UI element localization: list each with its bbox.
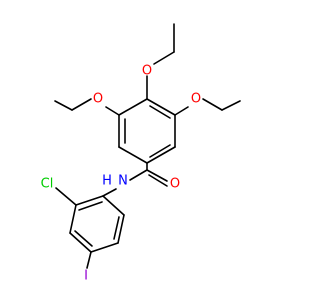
bond <box>174 106 189 116</box>
bond <box>55 187 77 206</box>
oxygen-right-label: O <box>191 92 201 107</box>
oxygen-carbonyl-label: O <box>170 177 180 192</box>
bond <box>102 195 125 216</box>
bond <box>118 146 148 164</box>
bond <box>146 169 168 182</box>
bond <box>146 98 176 116</box>
bond <box>86 251 92 269</box>
bond <box>118 98 148 116</box>
bond <box>146 146 176 164</box>
atom-labels: O O O O N H Cl I <box>41 64 201 284</box>
bond <box>54 100 73 111</box>
bond <box>129 169 148 181</box>
bond <box>105 106 120 116</box>
bond <box>102 188 117 197</box>
bond <box>149 105 171 119</box>
bond <box>78 201 103 211</box>
chlorine-label: Cl <box>41 177 54 192</box>
bond <box>71 98 92 111</box>
chemical-structure: O O O O N H Cl I <box>41 23 241 284</box>
bond-lines <box>54 23 241 269</box>
oxygen-left-label: O <box>93 92 103 107</box>
nitrogen-label: N <box>118 174 128 189</box>
bond <box>149 144 171 158</box>
bond <box>69 232 92 253</box>
bond <box>153 51 175 65</box>
iodine-label: I <box>84 269 88 284</box>
oxygen-para-label: O <box>142 64 152 79</box>
bond <box>75 195 104 206</box>
bond <box>69 204 77 234</box>
bond <box>113 216 120 240</box>
bond <box>117 214 125 244</box>
bond <box>221 100 241 111</box>
bond <box>74 230 93 247</box>
bond <box>90 242 119 253</box>
hydrogen-label: H <box>102 174 112 189</box>
bond <box>148 174 168 187</box>
bond <box>202 98 223 111</box>
